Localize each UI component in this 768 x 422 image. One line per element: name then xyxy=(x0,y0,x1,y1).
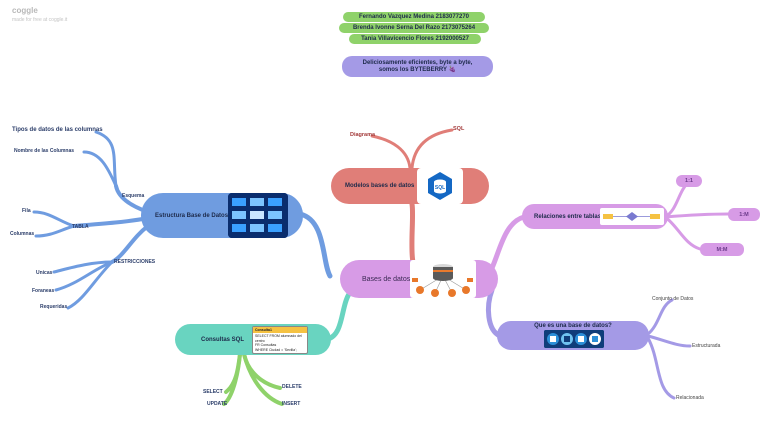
author-1: Fernando Vazquez Medina 2183077270 xyxy=(343,12,485,22)
link-center-consultas xyxy=(325,287,355,342)
estructura-tipos: Tipos de datos de las columnas xyxy=(12,127,103,133)
node-center-label: Bases de datos xyxy=(362,275,411,283)
database-icons-image xyxy=(544,330,604,348)
sql-hexagon-icon: SQL xyxy=(428,172,452,200)
database-network-icon xyxy=(412,264,473,297)
database-network-image xyxy=(410,260,476,298)
modelos-sql: SQL xyxy=(453,126,465,132)
estructura-restricciones: RESTRICCIONES xyxy=(114,259,156,265)
estructura-columnas: Columnas xyxy=(10,231,35,237)
link-center-estructura xyxy=(297,211,333,279)
coggle-tagline: made for free at coggle.it xyxy=(12,17,68,23)
motto-line-1: Deliciosamente eficientes, byte a byte, xyxy=(362,60,473,66)
sql-query-title: Consulta1 xyxy=(253,327,307,333)
estructura-nombre: Nombre de las Columnas xyxy=(14,148,75,154)
node-modelos[interactable]: Modelos bases de datos xyxy=(331,168,489,204)
que-es-relacionada: Relacionada xyxy=(676,395,704,401)
que-es-conjunto: Conjunto de Datos xyxy=(652,296,694,302)
rel-m-m: M:M xyxy=(700,243,744,256)
estructura-requeridas: Requeridas xyxy=(40,304,68,310)
consultas-insert: INSERT xyxy=(282,401,301,407)
node-consultas-label: Consultas SQL xyxy=(201,336,245,343)
motto-line-2: somos los BYTEBERRY 🍇 xyxy=(378,67,457,73)
rel-1-m: 1:M xyxy=(728,208,760,221)
author-3: Tania Villavicencio Flores 2192000527 xyxy=(349,34,481,44)
node-relaciones-label: Relaciones entre tablas xyxy=(534,213,602,220)
link-center-modelos xyxy=(409,201,416,265)
motto-bubble: Deliciosamente eficientes, byte a byte, … xyxy=(342,56,493,77)
consultas-select: SELECT xyxy=(203,389,223,395)
node-que-es-label: Que es una base de datos? xyxy=(534,323,612,329)
estructura-foraneas: Foraneas xyxy=(32,288,55,294)
data-center-image xyxy=(228,193,288,238)
author-2: Brenda Ivonne Serna Del Razo 2173075264 xyxy=(339,23,489,33)
estructura-unicas: Unicas xyxy=(36,270,53,276)
node-modelos-label: Modelos bases de datos xyxy=(345,183,415,189)
servers-icon xyxy=(228,193,288,238)
er-diagram-icon xyxy=(603,212,660,221)
link-center-relaciones xyxy=(489,214,527,271)
estructura-tabla: TABLA xyxy=(72,224,89,230)
modelos-diagrama: Diagrama xyxy=(350,132,376,138)
node-estructura-label: Estructura Base de Datos xyxy=(155,212,229,219)
estructura-esquema: Esquema xyxy=(122,193,145,199)
sql-query-line-3: WHERE Ciudad = 'Sevilla'; xyxy=(255,347,297,352)
svg-text:SQL: SQL xyxy=(435,185,445,191)
sql-query-image: Consulta1 SELECT FROM alumnado del centr… xyxy=(252,326,308,354)
rel-1-1: 1:1 xyxy=(676,175,702,187)
sql-query-line-2: FR Consultas xyxy=(255,343,277,347)
sql-query-line-1: SELECT FROM alumnado del centro xyxy=(255,334,302,343)
consultas-update: UPDATE xyxy=(207,401,228,407)
database-icons-icon xyxy=(544,330,604,348)
estructura-fila: Fila xyxy=(22,208,31,214)
que-es-estructurada: Estructurada xyxy=(692,343,721,349)
coggle-logo: coggle xyxy=(12,6,38,15)
er-diagram-image xyxy=(600,208,664,225)
consultas-delete: DELETE xyxy=(282,384,302,390)
sql-database-image: SQL xyxy=(417,168,463,204)
